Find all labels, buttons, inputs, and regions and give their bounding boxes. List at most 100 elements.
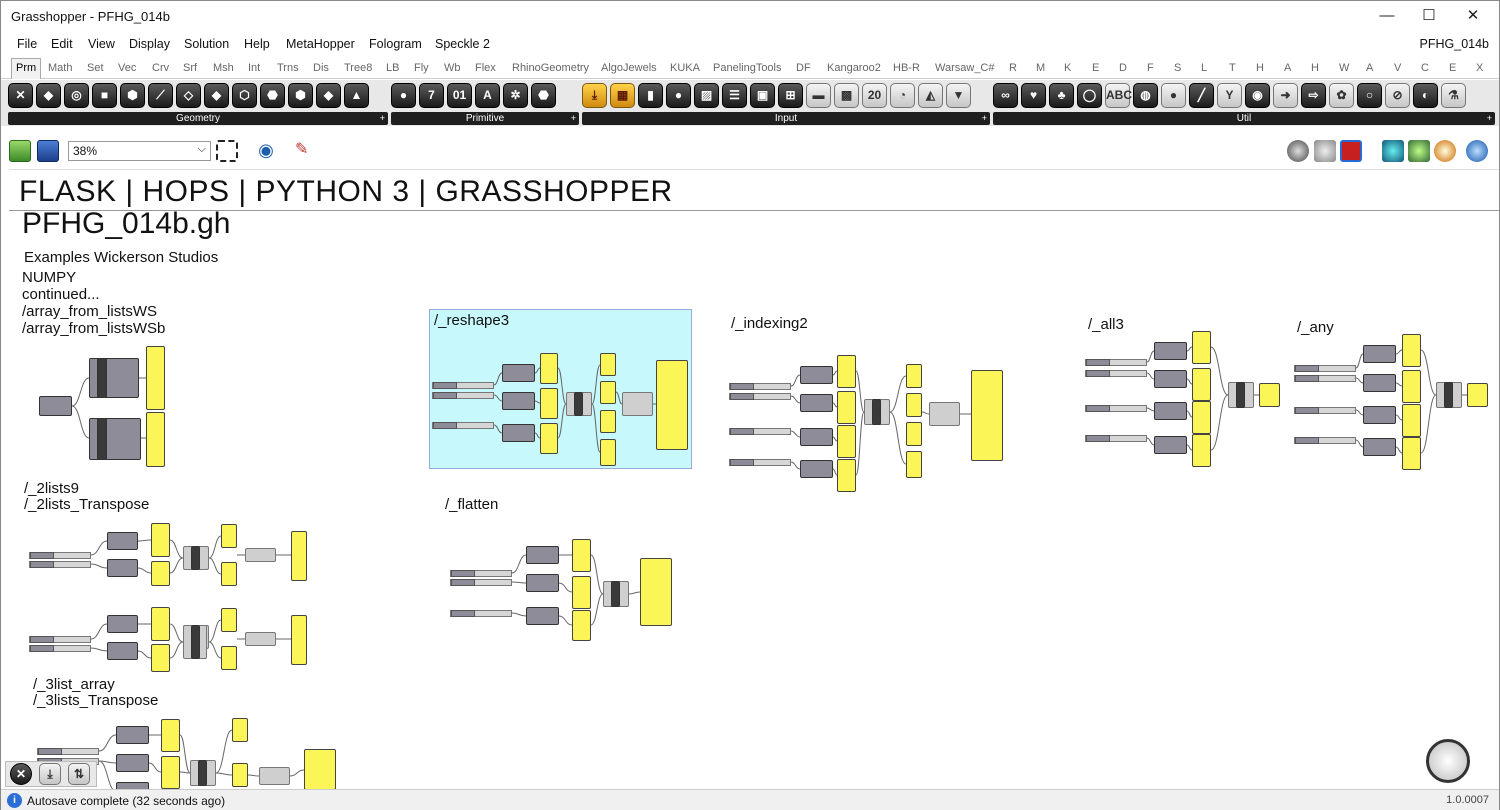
sliders-icon[interactable]: ⇅ bbox=[68, 763, 90, 785]
output-panel[interactable] bbox=[221, 646, 237, 670]
output-panel[interactable] bbox=[291, 531, 307, 581]
hops-component[interactable] bbox=[107, 642, 138, 660]
ribbon-component-icon[interactable]: ♥ bbox=[1021, 83, 1046, 108]
slider-handle[interactable] bbox=[30, 645, 54, 652]
tab-warsaw-c-[interactable]: Warsaw_C# bbox=[935, 62, 995, 74]
component-strip[interactable] bbox=[191, 625, 200, 659]
hops-component[interactable] bbox=[800, 460, 833, 478]
component-node[interactable] bbox=[245, 548, 276, 562]
output-panel[interactable] bbox=[151, 561, 170, 586]
output-panel[interactable] bbox=[1192, 331, 1211, 364]
tab-d[interactable]: D bbox=[1119, 62, 1127, 74]
ribbon-component-icon[interactable]: ⬢ bbox=[120, 83, 145, 108]
tab-kuka[interactable]: KUKA bbox=[670, 62, 700, 74]
ribbon-component-icon[interactable]: ⊞ bbox=[778, 83, 803, 108]
ribbon-component-icon[interactable]: ◆ bbox=[316, 83, 341, 108]
component-strip[interactable] bbox=[191, 546, 200, 570]
menu-speckle[interactable]: Speckle 2 bbox=[435, 37, 490, 51]
output-panel[interactable] bbox=[656, 360, 688, 450]
tab-m[interactable]: M bbox=[1036, 62, 1046, 74]
component-strip[interactable] bbox=[97, 418, 107, 460]
slider-handle[interactable] bbox=[1295, 437, 1319, 444]
group-geometry-label[interactable]: Geometry+ bbox=[8, 112, 388, 125]
output-panel[interactable] bbox=[572, 539, 591, 572]
tab-flex[interactable]: Flex bbox=[475, 62, 496, 74]
output-panel[interactable] bbox=[291, 615, 307, 665]
output-panel[interactable] bbox=[837, 391, 856, 424]
output-panel[interactable] bbox=[906, 393, 922, 417]
output-panel[interactable] bbox=[221, 562, 237, 586]
tab-kangaroo2[interactable]: Kangaroo2 bbox=[827, 62, 881, 74]
document-preview-icon[interactable] bbox=[1466, 140, 1488, 162]
hops-component[interactable] bbox=[1154, 436, 1187, 454]
component-node[interactable] bbox=[259, 767, 290, 785]
ribbon-component-icon[interactable]: ⬡ bbox=[232, 83, 257, 108]
tab-trns[interactable]: Trns bbox=[277, 62, 299, 74]
ribbon-component-icon[interactable]: ● bbox=[1161, 83, 1186, 108]
output-panel[interactable] bbox=[232, 718, 248, 742]
number-slider[interactable] bbox=[1294, 365, 1356, 372]
ribbon-component-icon[interactable]: ▼ bbox=[946, 83, 971, 108]
tab-crv[interactable]: Crv bbox=[152, 62, 170, 74]
preview-mode-icon[interactable] bbox=[1287, 140, 1309, 162]
output-panel[interactable] bbox=[1467, 383, 1488, 407]
ribbon-component-icon[interactable]: ● bbox=[666, 83, 691, 108]
output-panel[interactable] bbox=[161, 719, 180, 752]
number-slider[interactable] bbox=[450, 570, 512, 577]
tab-df[interactable]: DF bbox=[796, 62, 811, 74]
hops-component[interactable] bbox=[116, 754, 149, 772]
tab-dis[interactable]: Dis bbox=[313, 62, 329, 74]
tab-msh[interactable]: Msh bbox=[213, 62, 234, 74]
preview-eye-icon[interactable]: ◉ bbox=[258, 140, 274, 160]
output-panel[interactable] bbox=[232, 763, 248, 787]
component-strip[interactable] bbox=[872, 399, 881, 425]
number-slider[interactable] bbox=[29, 645, 91, 652]
slider-handle[interactable] bbox=[451, 570, 475, 577]
ribbon-component-icon[interactable]: ◉ bbox=[1245, 83, 1270, 108]
tab-srf[interactable]: Srf bbox=[183, 62, 198, 74]
slider-handle[interactable] bbox=[451, 610, 475, 617]
tab-w[interactable]: W bbox=[1339, 62, 1350, 74]
number-slider[interactable] bbox=[432, 382, 494, 389]
tab-set[interactable]: Set bbox=[87, 62, 104, 74]
ribbon-component-icon[interactable]: ▨ bbox=[694, 83, 719, 108]
ribbon-component-icon[interactable]: ◆ bbox=[204, 83, 229, 108]
number-slider[interactable] bbox=[1085, 405, 1147, 412]
slider-handle[interactable] bbox=[30, 552, 54, 559]
hops-component[interactable] bbox=[116, 782, 149, 789]
cancel-icon[interactable]: ✕ bbox=[10, 763, 32, 785]
slider-handle[interactable] bbox=[1295, 365, 1319, 372]
output-panel[interactable] bbox=[1402, 404, 1421, 437]
wireframe-icon[interactable] bbox=[1314, 140, 1336, 162]
shaded-preview-icon[interactable] bbox=[1340, 140, 1362, 162]
ribbon-component-icon[interactable]: ○ bbox=[1357, 83, 1382, 108]
ribbon-component-icon[interactable]: ▦ bbox=[610, 83, 635, 108]
ribbon-component-icon[interactable]: ✕ bbox=[8, 83, 33, 108]
slider-handle[interactable] bbox=[1295, 375, 1319, 382]
output-panel[interactable] bbox=[600, 439, 616, 466]
group-input-label[interactable]: Input+ bbox=[582, 112, 990, 125]
tab-hb-r[interactable]: HB-R bbox=[893, 62, 920, 74]
ribbon-component-icon[interactable]: ◯ bbox=[1077, 83, 1102, 108]
menu-file[interactable]: File bbox=[17, 37, 38, 51]
tab-prm[interactable]: Prm bbox=[11, 58, 42, 79]
number-slider[interactable] bbox=[1294, 437, 1356, 444]
tab-l[interactable]: L bbox=[1201, 62, 1208, 74]
hops-component[interactable] bbox=[526, 607, 559, 625]
number-slider[interactable] bbox=[1294, 407, 1356, 414]
ribbon-component-icon[interactable]: ▲ bbox=[344, 83, 369, 108]
output-panel[interactable] bbox=[151, 607, 170, 641]
download-icon[interactable]: ⤓ bbox=[39, 763, 61, 785]
tab-math[interactable]: Math bbox=[48, 62, 73, 74]
hops-component[interactable] bbox=[800, 394, 833, 412]
hops-component[interactable] bbox=[1363, 438, 1396, 456]
number-slider[interactable] bbox=[1294, 375, 1356, 382]
slider-handle[interactable] bbox=[433, 422, 457, 429]
ribbon-component-icon[interactable]: ◍ bbox=[1133, 83, 1158, 108]
ribbon-component-icon[interactable]: ⤓ bbox=[582, 83, 607, 108]
output-panel[interactable] bbox=[221, 524, 237, 548]
output-panel[interactable] bbox=[837, 355, 856, 388]
tab-s[interactable]: S bbox=[1174, 62, 1182, 74]
slider-handle[interactable] bbox=[1086, 370, 1110, 377]
close-button[interactable]: ✕ bbox=[1466, 7, 1480, 24]
